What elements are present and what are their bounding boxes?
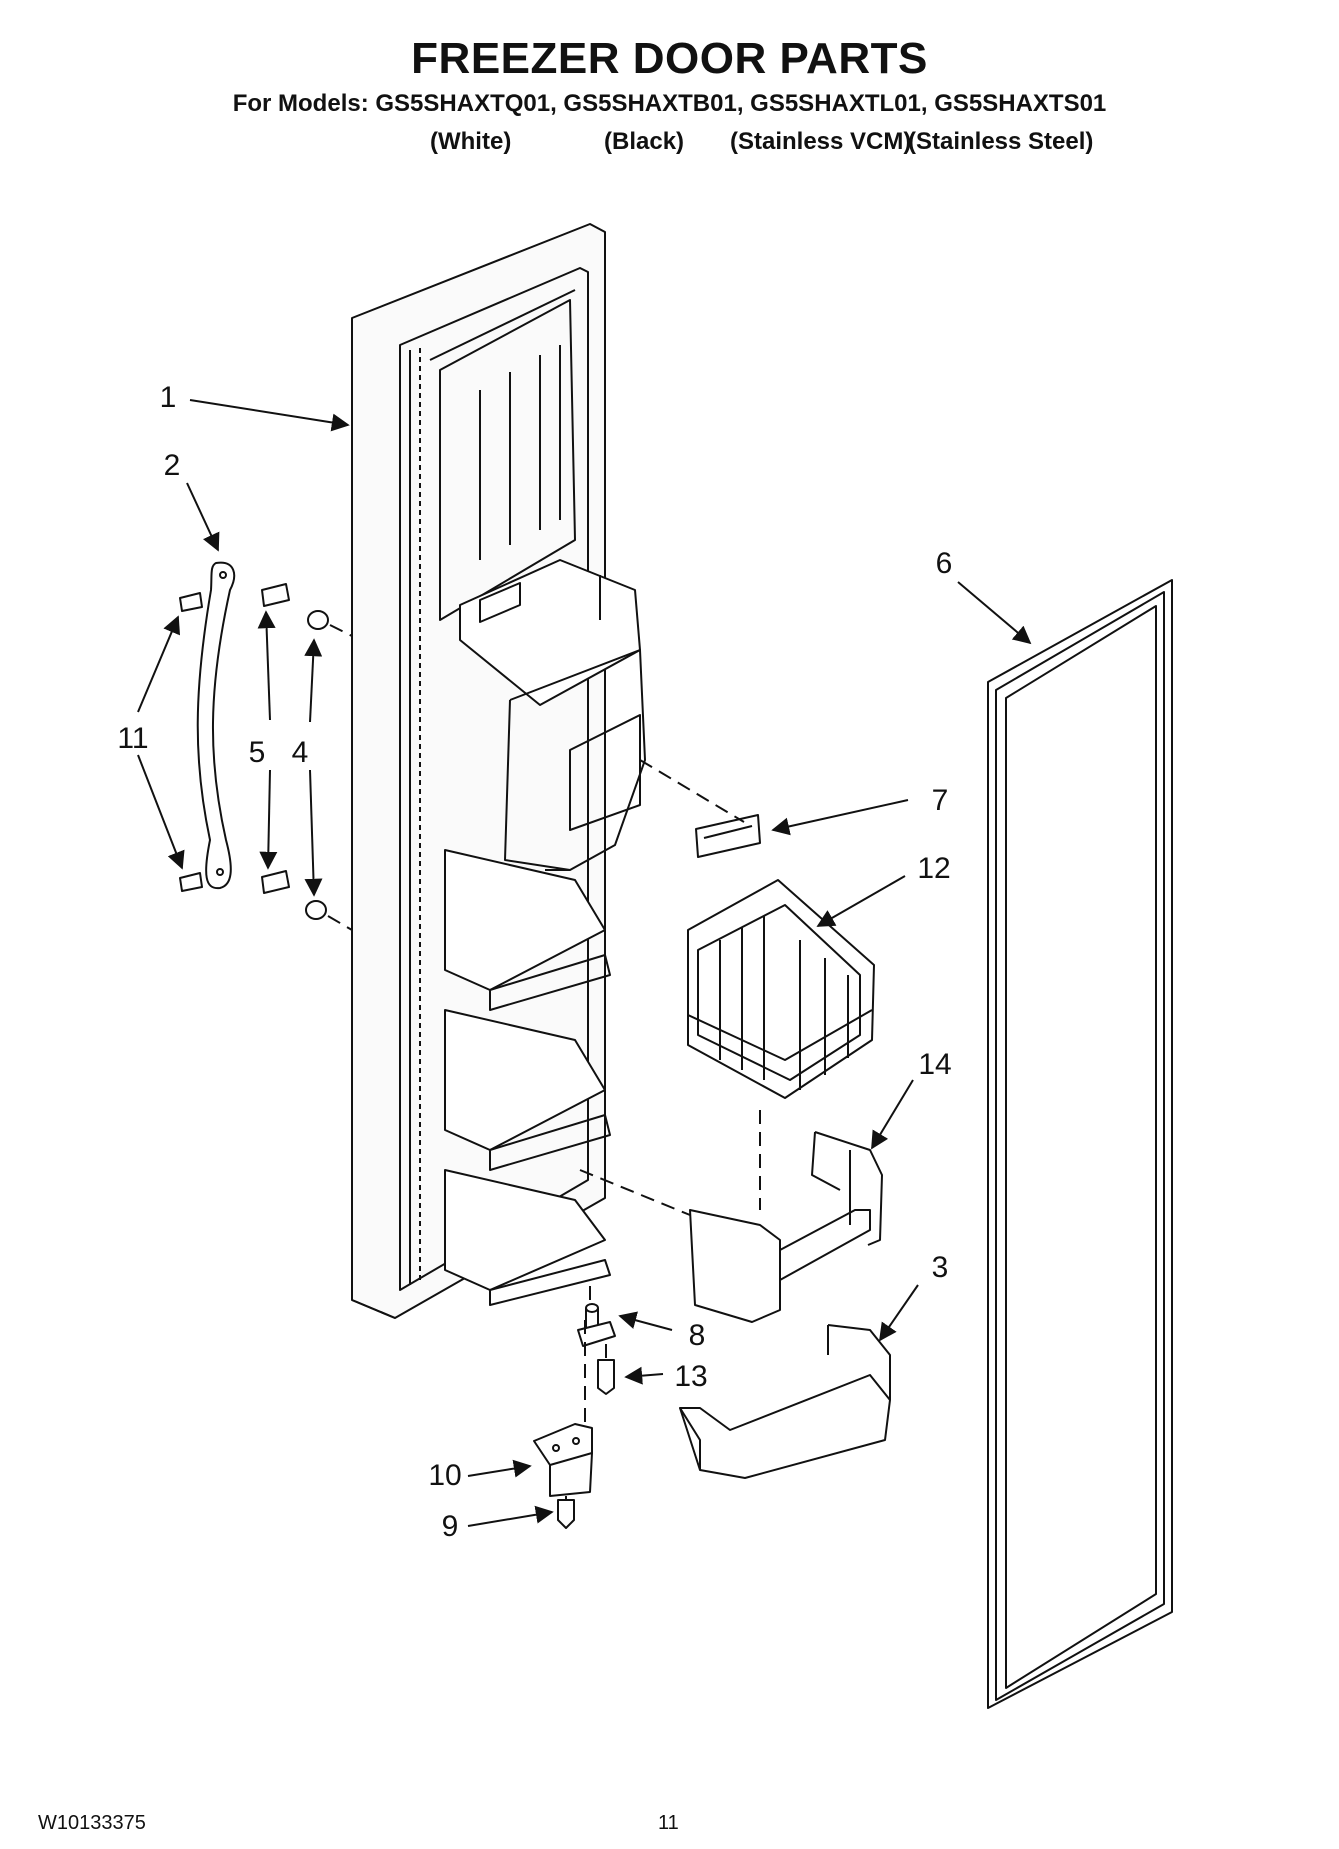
models-line: For Models: GS5SHAXTQ01, GS5SHAXTB01, GS… (232, 90, 1107, 117)
dispenser-pad (695, 814, 761, 858)
hinge-pin (577, 1303, 616, 1347)
callout-7: 7 (932, 784, 949, 817)
screw-9 (557, 1499, 575, 1529)
callout-1: 1 (160, 381, 177, 414)
document-number: W10133375 (38, 1812, 146, 1834)
door-panel (351, 223, 606, 1319)
door-liner-upper (439, 299, 576, 621)
wire-ice-bucket (687, 879, 875, 1099)
callout-5: 5 (249, 736, 266, 769)
door-shelves (444, 849, 611, 1306)
callout-8: 8 (689, 1319, 706, 1352)
callout-11: 11 (117, 722, 148, 755)
callout-6: 6 (936, 547, 953, 580)
variant-black: (Black) (604, 128, 685, 155)
callout-2: 2 (164, 449, 181, 482)
callout-14: 14 (918, 1048, 951, 1081)
leader-arrows (137, 399, 1032, 1527)
door-gasket (987, 579, 1173, 1709)
variant-stainless-vcm: (Stainless VCM) (730, 128, 912, 155)
page-number: 11 (658, 1812, 679, 1834)
callout-13: 13 (674, 1360, 707, 1393)
handle-screws (261, 583, 290, 894)
page-title: FREEZER DOOR PARTS (411, 34, 928, 83)
variant-stainless-steel: (Stainless Steel) (908, 128, 1094, 155)
door-bin (679, 1324, 891, 1479)
screw-13 (597, 1359, 615, 1395)
dispenser-housing (459, 559, 646, 871)
callout-9: 9 (442, 1510, 459, 1543)
variant-white: (White) (430, 128, 512, 155)
door-handle (196, 561, 236, 890)
callout-10: 10 (428, 1459, 461, 1492)
handle-spacers (305, 610, 329, 920)
assembly-lines (327, 624, 761, 1500)
ice-bucket-bracket (689, 1131, 883, 1323)
hinge-plate (533, 1423, 593, 1497)
callout-4: 4 (292, 736, 309, 769)
callout-12: 12 (917, 852, 950, 885)
callout-3: 3 (932, 1251, 949, 1284)
handle-studs (179, 592, 203, 892)
